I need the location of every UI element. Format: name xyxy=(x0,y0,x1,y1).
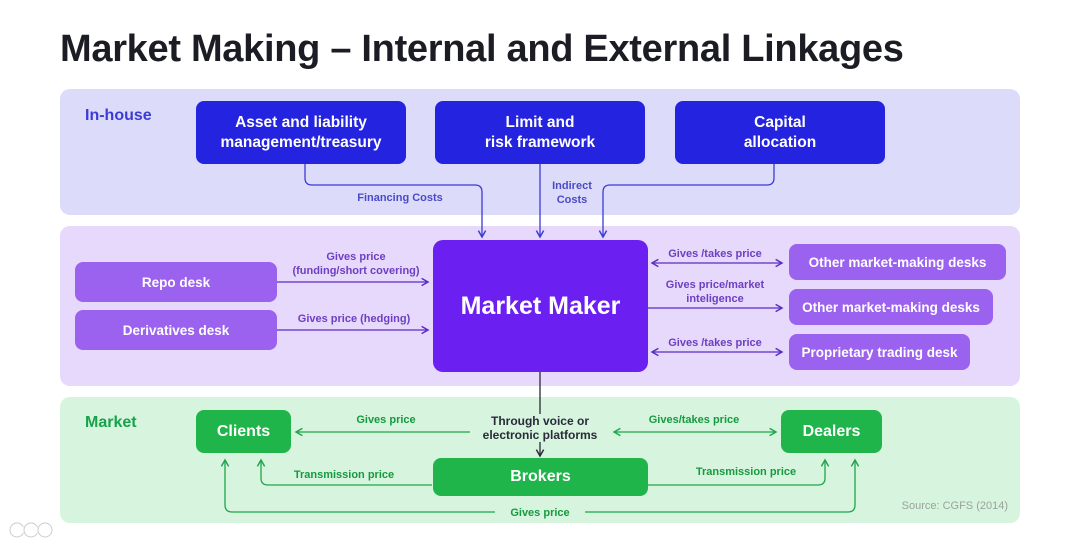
node-derivatives: Derivatives desk xyxy=(75,310,277,350)
edge-other-mm-2-label: Gives price/market inteligence xyxy=(650,278,780,306)
node-capital: Capital allocation xyxy=(675,101,885,164)
node-repo: Repo desk xyxy=(75,262,277,302)
edge-indirect-label-line-1: Indirect xyxy=(552,180,592,192)
edge-platform-label-line-2: electronic platforms xyxy=(482,428,598,442)
node-dealers: Dealers xyxy=(781,410,882,453)
edge-financing-label: Financing Costs xyxy=(357,192,443,204)
node-treasury-line-1: Asset and liability xyxy=(235,113,367,131)
edge-derivatives-label: Gives price (hedging) xyxy=(297,313,411,325)
edge-repo-label: Gives price (funding/short covering) xyxy=(281,250,431,278)
node-prop: Proprietary trading desk xyxy=(789,334,970,370)
node-other-mm-1: Other market-making desks xyxy=(789,244,1006,280)
edge-dealers-label: Gives/takes price xyxy=(648,414,740,426)
edge-transmission-left-label: Transmission price xyxy=(293,469,395,481)
market-label: Market xyxy=(85,414,137,431)
edge-clients-label: Gives price xyxy=(356,414,416,426)
edge-transmission-right-label: Transmission price xyxy=(695,466,797,478)
edge-other-mm-2-label-line-1: Gives price/market xyxy=(665,279,765,291)
edge-repo-label-line-1: Gives price xyxy=(326,251,386,263)
logo-mark-icon xyxy=(8,521,54,539)
edge-indirect-label: Indirect Costs xyxy=(543,179,601,207)
watermark xyxy=(8,518,54,542)
node-brokers: Brokers xyxy=(433,458,648,496)
node-treasury-line-2: management/treasury xyxy=(220,133,382,151)
node-capital-line-1: Capital xyxy=(754,113,806,131)
node-treasury: Asset and liability management/treasury xyxy=(196,101,406,164)
edge-prop-label: Gives /takes price xyxy=(668,337,762,349)
edge-other-mm-2-label-line-2: inteligence xyxy=(686,293,744,305)
node-market-maker: Market Maker xyxy=(433,240,648,372)
edge-repo-label-line-2: (funding/short covering) xyxy=(292,265,420,277)
node-capital-line-2: allocation xyxy=(743,133,817,151)
node-other-mm-2: Other market-making desks xyxy=(789,289,993,325)
node-risk-line-2: risk framework xyxy=(484,133,596,151)
edge-platform-label: Through voice or electronic platforms xyxy=(470,414,610,442)
inhouse-label: In-house xyxy=(85,107,152,124)
node-risk-line-1: Limit and xyxy=(505,113,575,131)
edge-other-mm-1-label: Gives /takes price xyxy=(668,248,762,260)
edge-platform-label-line-1: Through voice or xyxy=(490,414,589,428)
edge-indirect-label-line-2: Costs xyxy=(556,194,588,206)
node-risk: Limit and risk framework xyxy=(435,101,645,164)
node-clients: Clients xyxy=(196,410,291,453)
page-title: Market Making – Internal and External Li… xyxy=(60,28,904,70)
source-note: Source: CGFS (2014) xyxy=(901,500,1008,512)
edge-bottom-label: Gives price xyxy=(495,506,585,520)
